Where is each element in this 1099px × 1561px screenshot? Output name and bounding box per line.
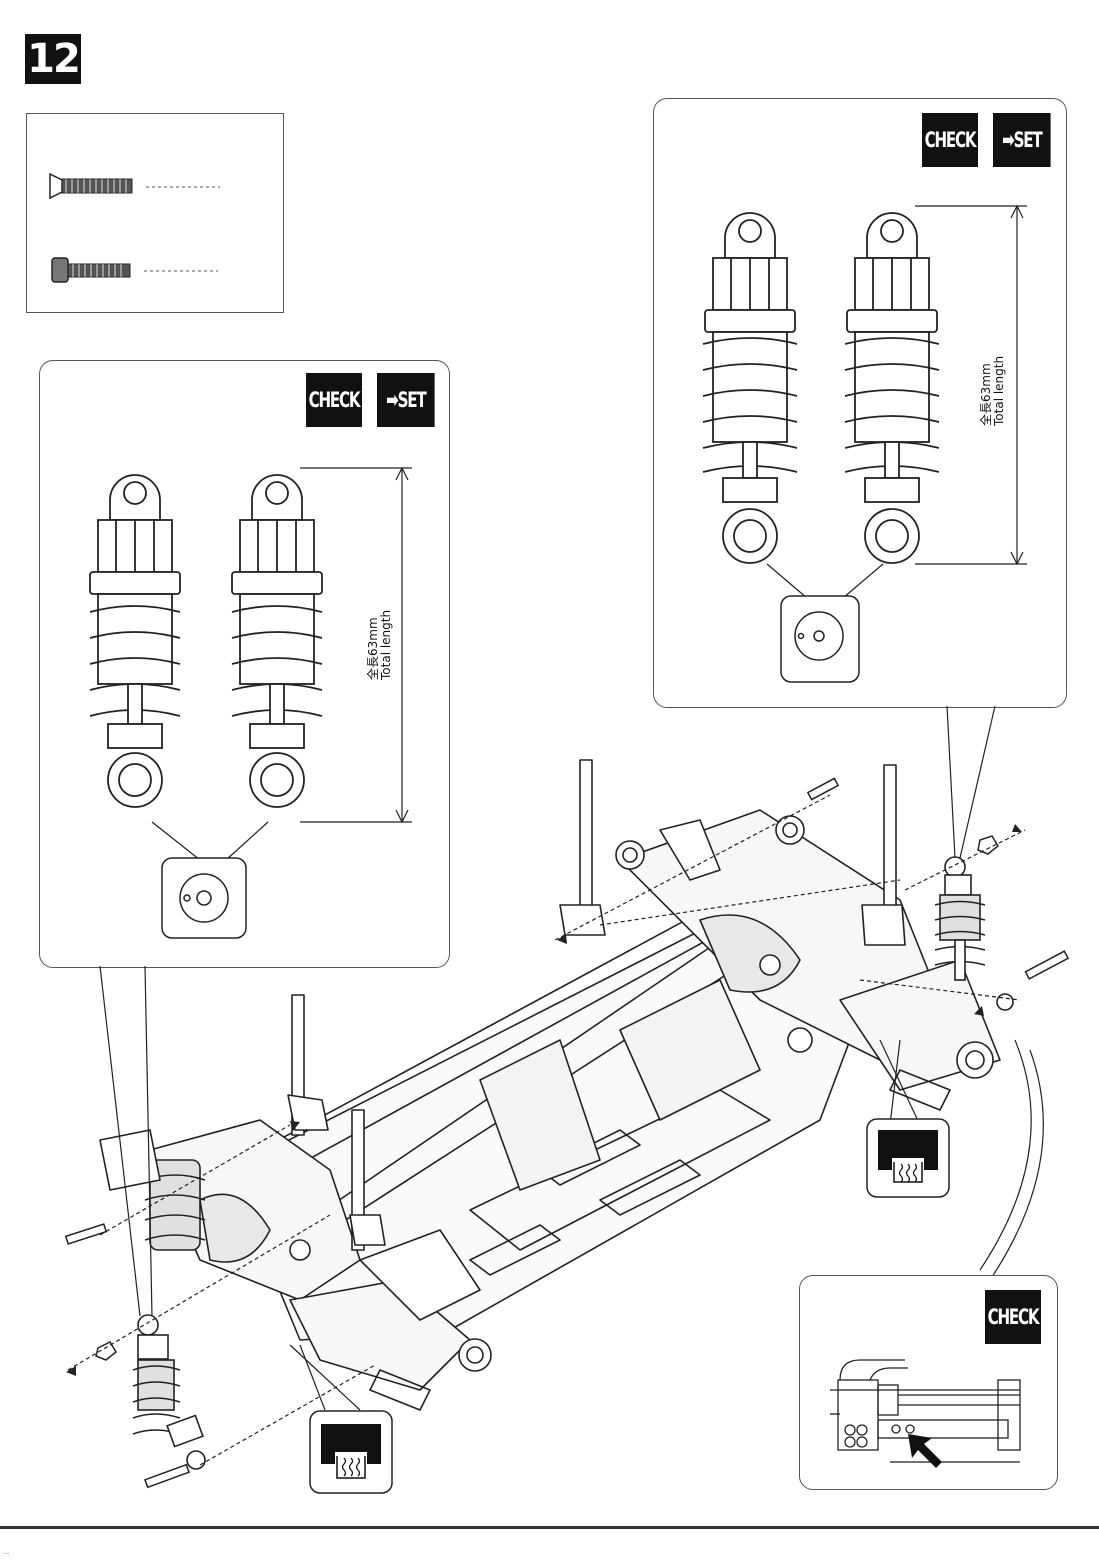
rear-top-screw bbox=[808, 778, 838, 799]
pointer-arrow-icon bbox=[908, 1434, 942, 1468]
rear-body-post-left bbox=[580, 760, 592, 920]
left-screw-bottom bbox=[145, 1465, 189, 1488]
right-screw bbox=[1025, 951, 1068, 979]
footer-mark: ... bbox=[4, 1550, 9, 1556]
bottom-rule bbox=[0, 1526, 1099, 1529]
threadlock-callout-right bbox=[866, 1118, 950, 1198]
curved-leader-to-check bbox=[980, 1040, 1031, 1270]
bottom-right-check-tag: CHECK bbox=[985, 1290, 1041, 1344]
threadlock-callout-left bbox=[309, 1410, 393, 1494]
left-shock-absorber-install bbox=[133, 1315, 205, 1469]
rear-body-post-right bbox=[884, 765, 896, 925]
mount-position-detail bbox=[820, 1350, 1030, 1470]
right-panel-leader bbox=[947, 706, 955, 858]
left-screw-top bbox=[66, 1224, 107, 1244]
